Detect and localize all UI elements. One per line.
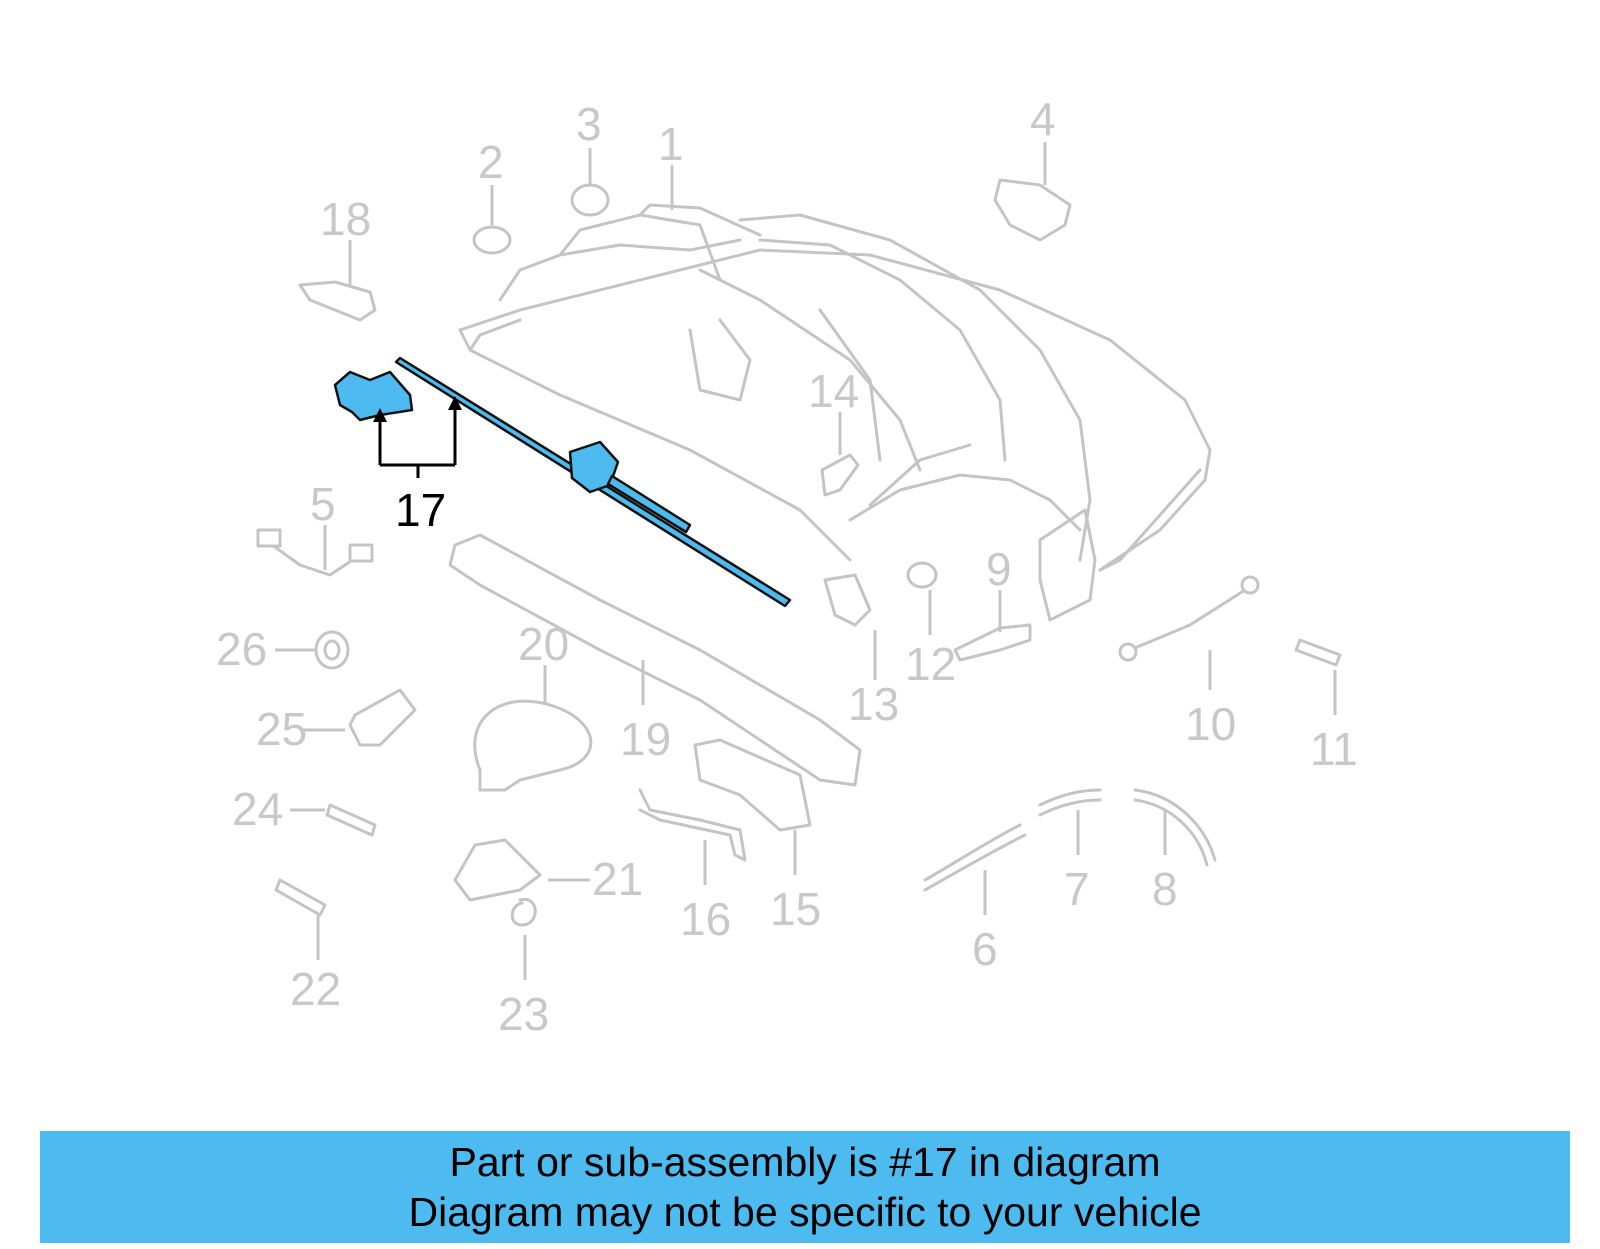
callout-17-highlight: 17 — [373, 396, 462, 536]
arrowhead-17b — [448, 396, 462, 410]
part-21-bracket — [453, 838, 542, 902]
part-26-bushing — [314, 630, 350, 670]
callout-10: 10 — [1185, 698, 1236, 750]
callout-20: 20 — [518, 618, 569, 670]
callout-18: 18 — [320, 193, 371, 245]
part-14-pad — [820, 453, 860, 497]
callout-22: 22 — [290, 963, 341, 1015]
part-9-handle — [953, 623, 1032, 662]
callout-12: 12 — [905, 638, 956, 690]
callout-8: 8 — [1152, 863, 1178, 915]
part-18-bracket — [298, 280, 377, 322]
callout-23: 23 — [498, 988, 549, 1040]
part-10-strut — [1118, 575, 1260, 662]
callout-6: 6 — [972, 923, 998, 975]
part-19-rail — [448, 533, 862, 787]
part-22-bolt — [274, 878, 327, 917]
callout-11: 11 — [1310, 723, 1358, 775]
callout-3: 3 — [576, 98, 602, 150]
part-25-bracket — [348, 688, 417, 747]
part-15-bracket — [693, 738, 812, 832]
part-5-harness — [256, 528, 374, 577]
part-11-pin — [1294, 638, 1342, 667]
callout-arrows — [275, 142, 1337, 980]
callout-14: 14 — [808, 365, 859, 417]
part-13-link — [823, 573, 872, 627]
banner-line-2: Diagram may not be specific to your vehi… — [408, 1189, 1202, 1235]
callout-labels: 1 2 3 4 5 6 7 8 9 10 11 12 13 14 15 16 1… — [216, 93, 1358, 1040]
part-12-cap — [906, 561, 938, 589]
callout-21: 21 — [592, 853, 643, 905]
part-24-pin — [325, 803, 377, 837]
callout-15: 15 — [770, 883, 821, 935]
part-3-cap — [570, 183, 610, 217]
callout-9: 9 — [986, 543, 1012, 595]
callout-19: 19 — [620, 713, 671, 765]
callout-25: 25 — [256, 703, 307, 755]
callout-7: 7 — [1064, 863, 1090, 915]
part-2-cap — [472, 225, 512, 255]
part-7-seal — [1038, 788, 1102, 817]
callout-2: 2 — [478, 136, 504, 188]
arrowhead-17a — [373, 408, 387, 422]
callout-13: 13 — [848, 678, 899, 730]
part-8-seal — [1133, 788, 1217, 867]
callout-17: 17 — [395, 484, 446, 536]
callout-16: 16 — [680, 893, 731, 945]
part-17-highlighted[interactable] — [333, 356, 792, 608]
part-16-bracket — [638, 788, 747, 862]
callout-5: 5 — [310, 478, 336, 530]
part-20-handle — [473, 699, 593, 792]
banner-line-1: Part or sub-assembly is #17 in diagram — [449, 1139, 1161, 1185]
parts-diagram: 1 2 3 4 5 6 7 8 9 10 11 12 13 14 15 16 1… — [216, 93, 1358, 1040]
convertible-top-frame — [458, 203, 1212, 622]
callout-26: 26 — [216, 623, 267, 675]
part-17-latch — [333, 370, 414, 422]
callout-24: 24 — [232, 783, 283, 835]
callout-4: 4 — [1030, 93, 1056, 145]
part-17-rod-sleeve — [606, 474, 692, 534]
part-23-clip — [510, 898, 537, 927]
info-banner: Part or sub-assembly is #17 in diagram D… — [40, 1131, 1570, 1243]
part-4-bracket — [993, 178, 1072, 242]
callout-1: 1 — [658, 118, 684, 170]
part-6-seal — [923, 823, 1027, 892]
